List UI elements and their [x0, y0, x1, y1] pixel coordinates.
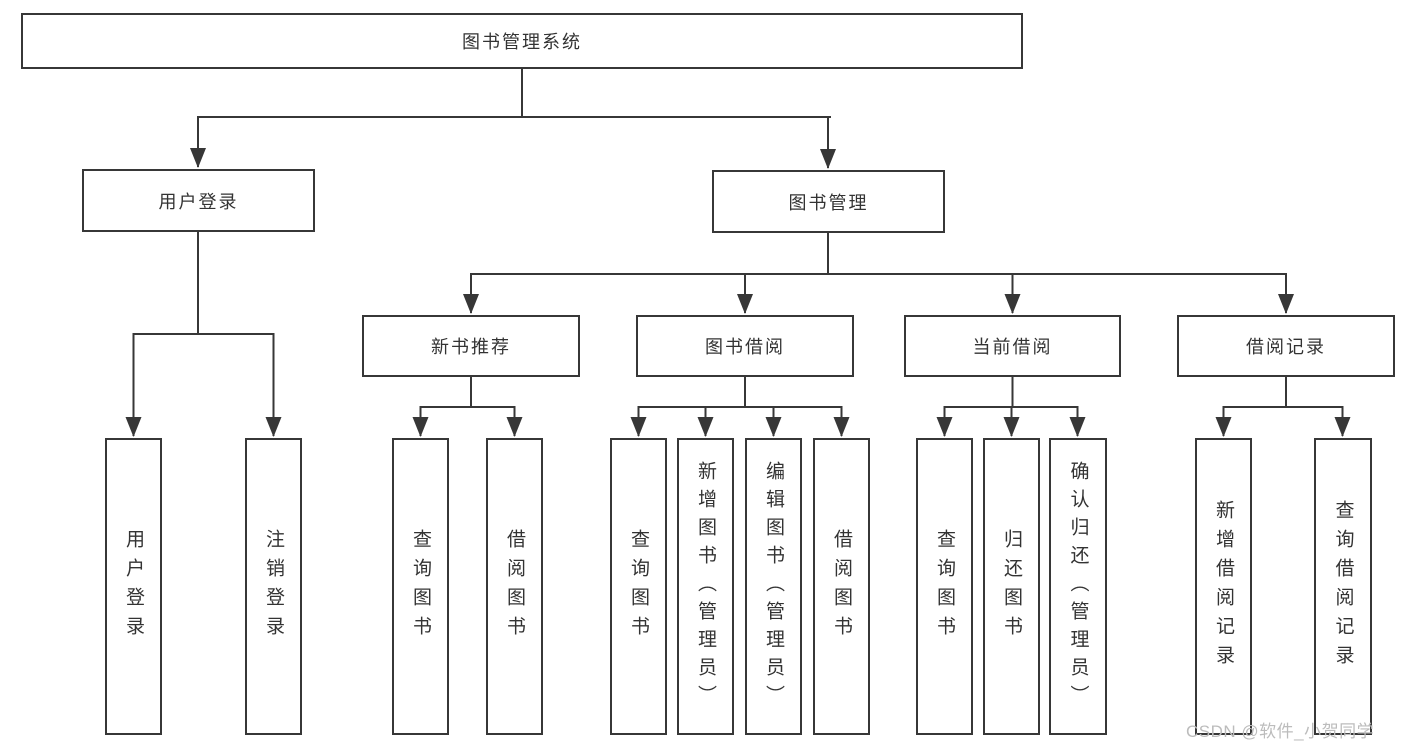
leaf-borrow-query-books: 查询图书 — [610, 438, 667, 735]
csdn-watermark: CSDN @软件_小贺同学 — [1186, 722, 1375, 741]
leaf-borrow-add-books-admin: 新增图书（管理员） — [677, 438, 734, 735]
leaf-current-query-books: 查询图书 — [916, 438, 973, 735]
leaf-logout: 注销登录 — [245, 438, 302, 735]
leaf-borrow-edit-books-admin: 编辑图书（管理员） — [745, 438, 802, 735]
leaf-records-query-borrow-record: 查询借阅记录 — [1314, 438, 1372, 735]
node-book-management-branch: 图书管理 — [712, 170, 945, 233]
leaf-current-confirm-return-admin: 确认归还（管理员） — [1049, 438, 1107, 735]
leaf-user-login: 用户登录 — [105, 438, 162, 735]
leaf-recommend-query-books: 查询图书 — [392, 438, 449, 735]
leaf-current-return-books: 归还图书 — [983, 438, 1040, 735]
leaf-borrow-borrow-books: 借阅图书 — [813, 438, 870, 735]
node-book-borrow: 图书借阅 — [636, 315, 854, 377]
node-borrow-records: 借阅记录 — [1177, 315, 1395, 377]
node-current-borrow: 当前借阅 — [904, 315, 1121, 377]
leaf-records-add-borrow-record: 新增借阅记录 — [1195, 438, 1252, 735]
node-user-login-branch: 用户登录 — [82, 169, 315, 232]
node-root-library-system: 图书管理系统 — [21, 13, 1023, 69]
leaf-recommend-borrow-books: 借阅图书 — [486, 438, 543, 735]
node-new-book-recommend: 新书推荐 — [362, 315, 580, 377]
